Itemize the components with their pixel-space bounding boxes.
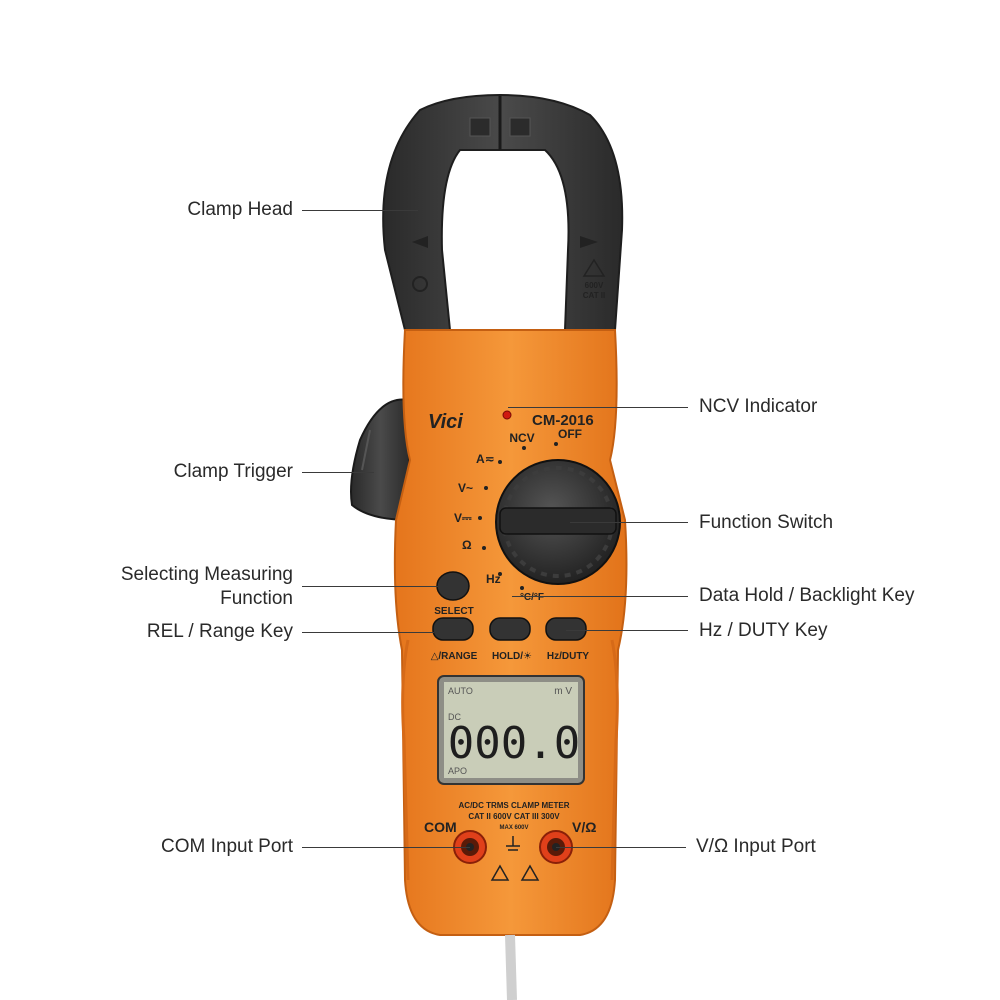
label-com-port: COM Input Port [161,836,293,857]
clamp-trigger[interactable] [350,398,412,522]
clamp-head: 600V CAT II [382,93,624,331]
dial-position-dots [478,442,558,590]
leader-rel-range [302,632,434,633]
meter-type-text: AC/DC TRMS CLAMP METER [459,801,570,810]
dial-label-off: OFF [558,427,582,441]
meter-max-text: MAX 600V [499,825,528,831]
label-ncv-indicator: NCV Indicator [699,396,818,417]
leader-hz-duty [566,630,688,631]
meter-cat-text: CAT II 600V CAT III 300V [468,812,560,821]
brand-logo: Vici [428,411,463,433]
lcd-display: AUTO m V DC APO 000.0 [437,675,585,785]
leader-com-port [302,847,470,848]
leader-clamp-head [302,210,418,211]
dial-label-hz: Hz [486,572,501,586]
lcd-auto: AUTO [448,686,473,696]
label-rel-range: REL / Range Key [146,621,293,642]
model-name: CM-2016 [532,412,594,429]
lcd-dc: DC [448,712,461,722]
hold-label: HOLD/☀ [492,651,532,662]
label-clamp-head: Clamp Head [187,199,293,220]
label-clamp-trigger: Clamp Trigger [173,461,293,482]
label-vohm-port: V/Ω Input Port [696,836,816,857]
lcd-unit: m V [554,686,572,697]
com-text: COM [424,819,457,835]
hz-duty-button[interactable] [545,617,587,641]
warning-icon [490,864,540,881]
leader-clamp-trigger [302,472,374,473]
rel-range-button[interactable] [432,617,474,641]
label-data-hold: Data Hold / Backlight Key [699,585,915,606]
range-label: △/RANGE [431,651,478,662]
dial-label-amp: A≂ [476,452,495,466]
lcd-apo: APO [448,766,467,776]
label-hz-duty: Hz / DUTY Key [699,620,828,641]
leader-data-hold [512,596,688,597]
dial-label-ncv: NCV [509,431,534,445]
ncv-indicator-led [502,410,512,420]
cable [505,934,517,1000]
label-selecting-line1: Selecting Measuring [120,564,293,585]
lcd-reading: 000.0 [448,718,580,769]
svg-text:600V: 600V [585,281,604,290]
ground-icon [506,836,520,851]
dial-label-temp: °C/°F [520,592,544,603]
select-button[interactable] [436,571,470,601]
leader-vohm-port [556,847,686,848]
hzduty-label: Hz/DUTY [547,651,590,662]
svg-text:CAT II: CAT II [583,291,606,300]
leader-function-switch [570,522,688,523]
label-selecting-line2: Function [220,588,293,609]
select-label: SELECT [434,606,473,617]
dial-label-vdc: V⎓ [454,511,472,525]
com-input-port[interactable] [453,830,487,864]
leader-ncv [508,407,688,408]
leader-selecting [302,586,438,587]
dial-label-ohm: Ω [462,538,472,552]
vohm-text: V/Ω [572,819,596,835]
hold-backlight-button[interactable] [489,617,531,641]
dial-label-vac: V~ [458,481,473,495]
label-function-switch: Function Switch [699,512,834,533]
